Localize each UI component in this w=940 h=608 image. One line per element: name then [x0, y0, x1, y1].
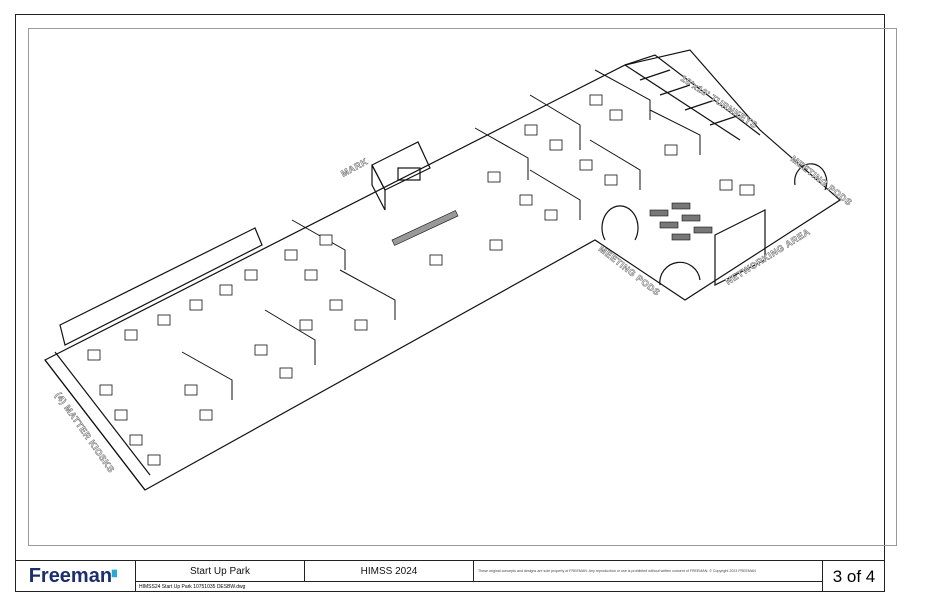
label-stage: MARK — [339, 156, 369, 178]
label-meeting-pods: MEETING PODS — [597, 244, 662, 298]
label-matter-kiosks: (4) MATTER KIOSKS — [53, 390, 116, 474]
title-block: Freeman▘ Start Up Park HIMSS 2024 These … — [15, 560, 885, 592]
freeman-logo: Freeman▘ — [15, 561, 136, 592]
file-name: HIMSS24 Start Up Park 10751035 DESBW.dwg — [139, 584, 246, 590]
drawing-sheet — [15, 14, 885, 592]
label-networking-area: NETWORKING AREA — [724, 226, 812, 286]
meeting-pods — [601, 163, 828, 286]
stage — [371, 141, 431, 211]
drawing-border — [28, 28, 897, 546]
turnkey-booths — [624, 54, 761, 141]
booth-furniture — [87, 94, 755, 466]
show-name: HIMSS 2024 — [305, 561, 474, 581]
project-name: Start Up Park — [136, 561, 305, 581]
floor-outline — [44, 49, 841, 491]
label-meeting-pods-2: MEETING PODS — [789, 154, 854, 208]
back-wall — [44, 227, 263, 491]
booth-panels — [181, 69, 701, 400]
page-number: 3 of 4 — [822, 561, 885, 592]
networking-tables — [391, 202, 713, 246]
copyright-disclaimer: These original concepts and designs are … — [478, 569, 756, 573]
